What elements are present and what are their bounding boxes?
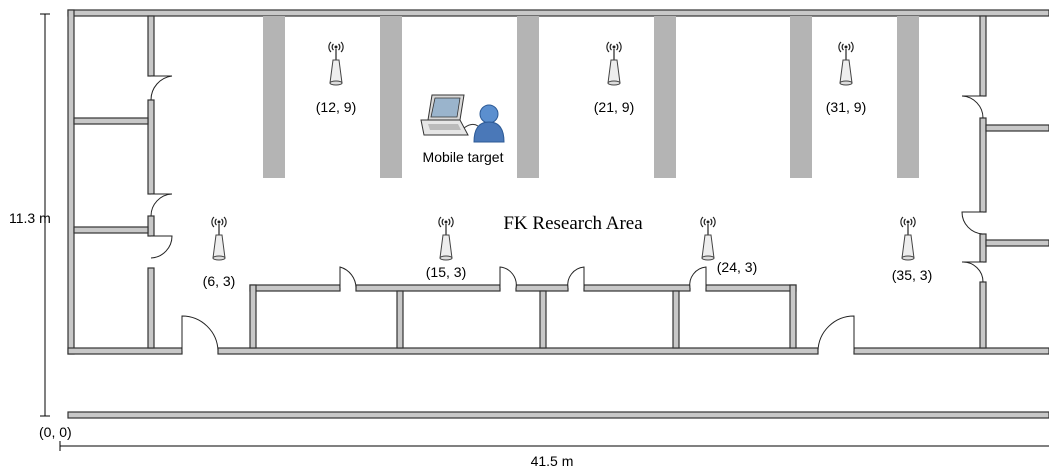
anchor-label: (15, 3): [426, 264, 466, 280]
width-label: 41.5 m: [531, 453, 574, 468]
wireless-access-point-icon: [900, 216, 916, 261]
area-label: FK Research Area: [503, 213, 643, 234]
anchor-label: (12, 9): [316, 99, 356, 115]
anchor-label: (21, 9): [594, 99, 634, 115]
wireless-access-point-icon: [838, 41, 854, 86]
door-swing-icon: [150, 75, 984, 352]
laptop-icon: [420, 94, 469, 136]
target-label: Mobile target: [423, 149, 504, 165]
anchor-label: (24, 3): [717, 259, 757, 275]
connection-cable: [463, 123, 479, 129]
wireless-access-point-icon: [438, 216, 454, 261]
origin-label: (0, 0): [39, 424, 72, 440]
anchor-label: (6, 3): [203, 273, 236, 289]
width-dimension: [59, 441, 1049, 451]
wireless-access-point-icon: [328, 41, 344, 86]
anchor-label: (35, 3): [892, 267, 932, 283]
wireless-access-point-icon: [606, 41, 622, 86]
height-label: 11.3 m: [9, 210, 51, 226]
height-dimension: [40, 13, 50, 417]
wireless-access-point-icon: [700, 216, 716, 261]
wireless-access-point-icon: [211, 216, 227, 261]
pillars: [263, 16, 919, 178]
anchor-labels: (12, 9) (21, 9) (31, 9) (6, 3) (15, 3) (…: [203, 99, 933, 289]
anchor-label: (31, 9): [826, 99, 866, 115]
person-icon: [473, 104, 505, 143]
